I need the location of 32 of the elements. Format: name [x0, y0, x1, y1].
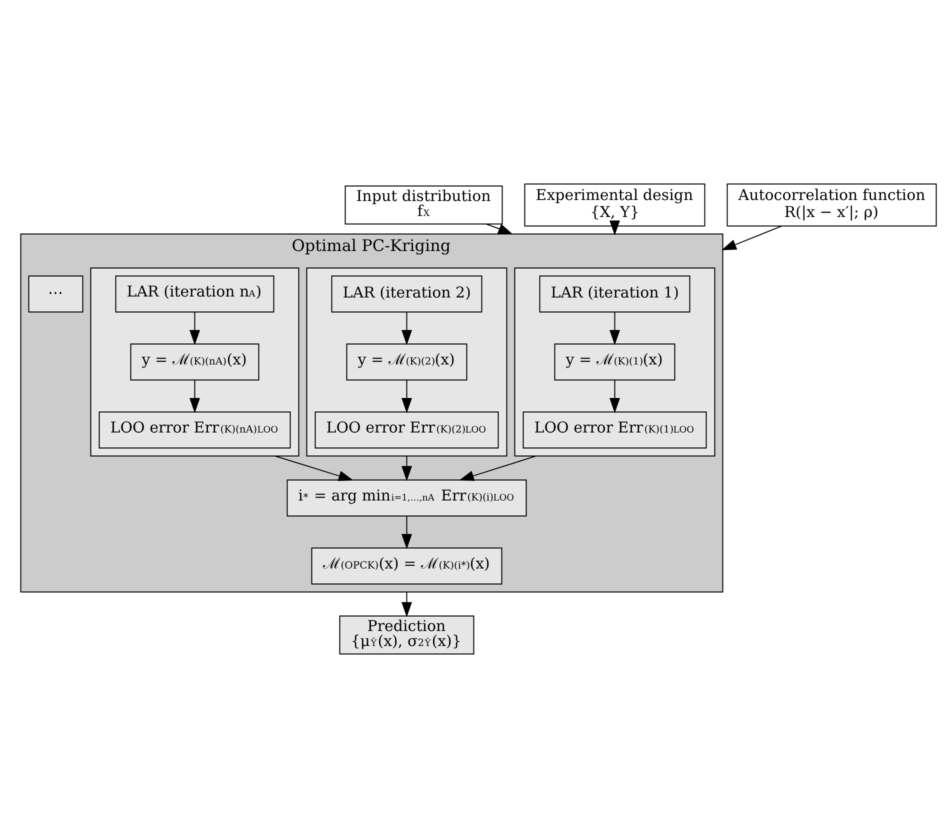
node-box: y = ℳ(K)(nA)(x) — [130, 343, 260, 380]
arrow — [274, 455, 354, 480]
arrow — [486, 223, 514, 234]
arrow — [402, 591, 412, 617]
node-box: ℳ(OPCK)(x) = ℳ(K)(i*)(x) — [311, 547, 502, 584]
cluster — [90, 267, 300, 456]
node-box: LAR (iteration 1) — [539, 275, 690, 312]
node-box: ⋯ — [28, 275, 84, 312]
arrow — [458, 455, 536, 480]
node-box: Input distribution fX — [344, 185, 503, 224]
node-box: LAR (iteration 2) — [331, 275, 482, 312]
arrow — [402, 455, 412, 481]
node-box: Autocorrelation function R(|x − x′|; ρ) — [726, 183, 937, 226]
node-box: y = ℳ(K)(2)(x) — [346, 343, 468, 380]
arrow — [610, 379, 620, 413]
node-box: Prediction {μŶ(x), σ2Ŷ(x)} — [339, 615, 474, 654]
arrow — [190, 311, 200, 345]
arrow — [190, 379, 200, 413]
arrow — [402, 379, 412, 413]
node-box: LOO error Err(K)(1)LOO — [522, 411, 707, 448]
cluster — [514, 267, 716, 456]
arrow — [402, 311, 412, 345]
arrow — [610, 311, 620, 345]
cluster — [306, 267, 508, 456]
node-box: LOO error Err(K)(nA)LOO — [98, 411, 291, 448]
node-box: LOO error Err(K)(2)LOO — [314, 411, 499, 448]
node-box: y = ℳ(K)(1)(x) — [554, 343, 676, 380]
arrow — [721, 225, 782, 250]
node-box: LAR (iteration nA) — [115, 275, 274, 312]
arrow — [402, 515, 412, 549]
arrow — [610, 220, 620, 236]
node-box: i* = arg mini=1,…,nA Err(K)(i)LOO — [286, 479, 527, 516]
